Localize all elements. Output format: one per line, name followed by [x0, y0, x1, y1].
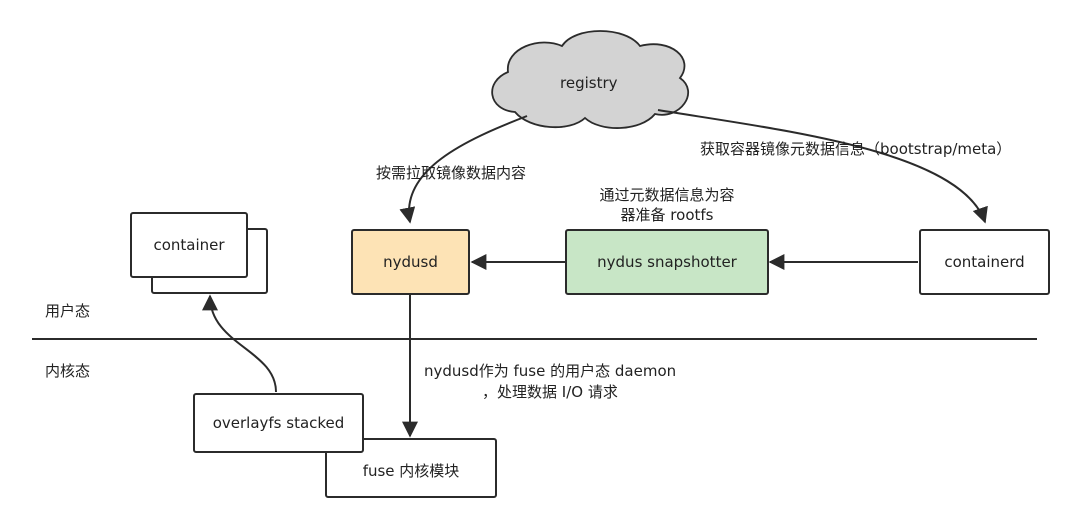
- arrow-overlayfs-to-container: [202, 294, 277, 393]
- kernel-space-label: 内核态: [45, 362, 91, 380]
- container-box: container: [130, 212, 248, 278]
- registry-label: registry: [560, 74, 618, 92]
- prepare-label-line2: 器准备 rootfs: [620, 206, 714, 224]
- registry-cloud-shape: [491, 30, 690, 129]
- overlayfs-box: overlayfs stacked: [193, 393, 364, 453]
- daemon-label-line1: nydusd作为 fuse 的用户态 daemon: [424, 362, 677, 380]
- daemon-label-line2: ，处理数据 I/O 请求: [482, 383, 618, 401]
- pull-label: 按需拉取镜像数据内容: [376, 164, 527, 182]
- bootstrap-label: 获取容器镜像元数据信息（bootstrap/meta）: [700, 140, 1012, 158]
- arrow-registry-to-containerd: [657, 109, 988, 224]
- snapshotter-box: nydus snapshotter: [565, 229, 769, 295]
- nydusd-box: nydusd: [351, 229, 470, 295]
- containerd-box: containerd: [919, 229, 1050, 295]
- user-space-label: 用户态: [45, 302, 91, 320]
- prepare-label-line1: 通过元数据信息为容: [599, 186, 735, 204]
- arrow-registry-to-nydusd: [399, 115, 528, 224]
- fuse-box: fuse 内核模块: [325, 438, 497, 498]
